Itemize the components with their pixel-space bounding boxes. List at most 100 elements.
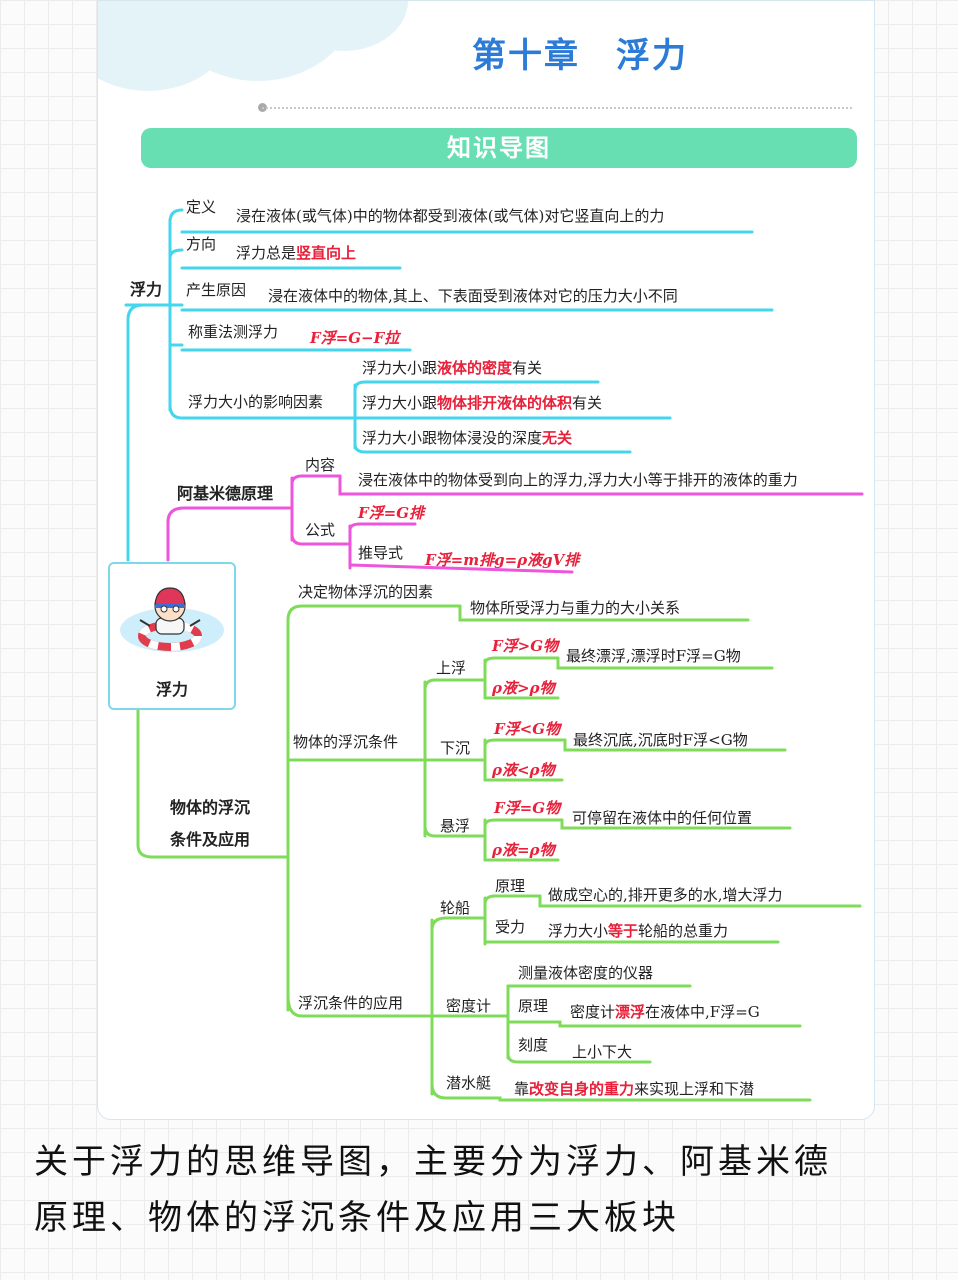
- rise-formula-1: F浮>G物: [492, 637, 559, 655]
- content-key: 内容: [305, 456, 336, 474]
- hydrometer-principle-post: 在液体中,F浮=G: [645, 1003, 760, 1021]
- underline-hydro-s: [506, 1052, 652, 1064]
- factor-1-post: 有关: [512, 359, 543, 377]
- chapter-title: 第十章 浮力: [472, 36, 688, 76]
- factor-2: 浮力大小跟物体排开液体的体积有关: [362, 393, 602, 413]
- content-text: 浸在液体中的物体受到向上的浮力,浮力大小等于排开的液体的重力: [358, 471, 798, 489]
- factor-2-pre: 浮力大小跟: [362, 394, 438, 412]
- hydrometer-scale-key: 刻度: [518, 1036, 549, 1054]
- factor-3-pre: 浮力大小跟物体浸没的深度: [362, 429, 543, 447]
- ship-force-key: 受力: [495, 918, 526, 936]
- underline-factor-3: [353, 442, 632, 454]
- banner-title: 知识导图: [141, 128, 857, 168]
- underline-down-f1: [483, 738, 567, 748]
- factor-2-highlight: 物体排开液体的体积: [437, 394, 573, 412]
- underline-factor-key: [286, 604, 462, 622]
- connector-formula: [290, 532, 352, 546]
- factor-text: 物体所受浮力与重力的大小关系: [470, 599, 681, 617]
- factor-2-post: 有关: [572, 394, 603, 412]
- underline-susp-f1: [483, 818, 564, 828]
- formula-main: F浮=G排: [358, 504, 425, 522]
- submarine-post: 来实现上浮和下潜: [634, 1080, 755, 1098]
- connector-up: [423, 678, 487, 692]
- underline-ship-p: [538, 894, 862, 908]
- derivation-formula: F浮=m排g=ρ液gV排: [425, 551, 580, 569]
- sink-key: 下沉: [440, 739, 471, 757]
- ship-force-pre: 浮力大小: [548, 922, 609, 940]
- underline-ship-p-key: [483, 894, 542, 906]
- sink-formula-1: F浮<G物: [494, 720, 561, 738]
- connector-trunk-b1: [126, 303, 145, 562]
- branch-buoyancy-label: 浮力: [130, 280, 163, 299]
- rise-key: 上浮: [436, 659, 467, 677]
- caption-line-1: 关于浮力的思维导图，主要分为浮力、阿基米德: [34, 1142, 832, 1182]
- hydrometer-use: 测量液体密度的仪器: [518, 964, 654, 982]
- underline-factor-text: [458, 604, 750, 622]
- suspend-note: 可停留在液体中的任何位置: [572, 809, 753, 827]
- direction-text: 浮力总是竖直向上: [236, 243, 356, 263]
- ship-force-text: 浮力大小等于轮船的总重力: [548, 921, 728, 941]
- hydrometer-key: 密度计: [446, 997, 492, 1015]
- connector-b2: [166, 506, 294, 562]
- definition-key: 定义: [186, 198, 217, 216]
- underline-down-note: [563, 738, 787, 752]
- weigh-key: 称重法测浮力: [188, 323, 279, 341]
- ship-key: 轮船: [440, 899, 471, 917]
- underline-susp-note: [560, 818, 792, 830]
- underline-formula: [348, 522, 417, 532]
- root-card: 浮力: [108, 562, 236, 710]
- underline-up-note: [556, 656, 774, 670]
- underline-hydro-p: [506, 1020, 802, 1028]
- connector-app: [286, 994, 434, 1018]
- hydrometer-scale-text: 上小下大: [572, 1043, 633, 1061]
- direction-highlight: 竖直向上: [296, 244, 357, 262]
- ship-principle-key: 原理: [495, 877, 526, 895]
- branch-float-sink-label-2: 条件及应用: [170, 830, 251, 849]
- connector-dir: [168, 248, 184, 260]
- hydrometer-principle-key: 原理: [518, 997, 549, 1015]
- direction-pre: 浮力总是: [236, 244, 297, 262]
- sink-formula-2: ρ液<ρ物: [492, 761, 555, 779]
- caption-line-2: 原理、物体的浮沉条件及应用三大板块: [34, 1198, 680, 1238]
- factor-1: 浮力大小跟液体的密度有关: [362, 358, 542, 378]
- connector-b3: [136, 706, 290, 859]
- branch-archimedes-label: 阿基米德原理: [177, 484, 274, 503]
- hydrometer-principle-pre: 密度计: [570, 1003, 616, 1021]
- suspend-formula-1: F浮=G物: [494, 799, 561, 817]
- cause-key: 产生原因: [186, 281, 247, 299]
- submarine-text: 靠改变自身的重力来实现上浮和下潜: [514, 1079, 754, 1099]
- application-key: 浮沉条件的应用: [298, 994, 404, 1012]
- factor-3-highlight: 无关: [542, 429, 573, 447]
- suspend-formula-2: ρ液=ρ物: [492, 841, 555, 859]
- direction-key: 方向: [186, 235, 217, 253]
- cause-text: 浸在液体中的物体,其上、下表面受到液体对它的压力大小不同: [268, 287, 678, 305]
- submarine-key: 潜水艇: [446, 1074, 492, 1092]
- rise-formula-2: ρ液>ρ物: [492, 679, 555, 697]
- hydrometer-principle-text: 密度计漂浮在液体中,F浮=G: [570, 1002, 760, 1022]
- underline-deriv: [348, 563, 574, 574]
- connector-susp: [423, 824, 487, 838]
- underline-factor-1: [353, 380, 600, 392]
- suspend-key: 悬浮: [440, 817, 471, 835]
- ship-principle-text: 做成空心的,排开更多的水,增大浮力: [548, 886, 783, 904]
- separator-line: [262, 107, 852, 109]
- factor-1-highlight: 液体的密度: [437, 359, 513, 377]
- derivation-key: 推导式: [358, 544, 404, 562]
- condition-key: 物体的浮沉条件: [293, 733, 399, 751]
- connector-def: [168, 208, 184, 224]
- connector-content: [290, 474, 342, 486]
- ship-force-post: 轮船的总重力: [638, 922, 729, 940]
- submarine-pre: 靠: [514, 1080, 530, 1098]
- weigh-formula: F浮=G−F拉: [310, 329, 400, 347]
- factors-key: 浮力大小的影响因素: [188, 393, 324, 411]
- connector-ship: [430, 916, 487, 932]
- ship-force-highlight: 等于: [608, 922, 639, 940]
- formula-key: 公式: [305, 521, 336, 539]
- connector-factors: [168, 403, 184, 420]
- hydrometer-principle-highlight: 漂浮: [615, 1003, 646, 1021]
- factor-1-pre: 浮力大小跟: [362, 359, 438, 377]
- underline-content: [338, 474, 864, 496]
- branch-float-sink-label-1: 物体的浮沉: [170, 798, 251, 817]
- swimmer-icon: [120, 587, 224, 652]
